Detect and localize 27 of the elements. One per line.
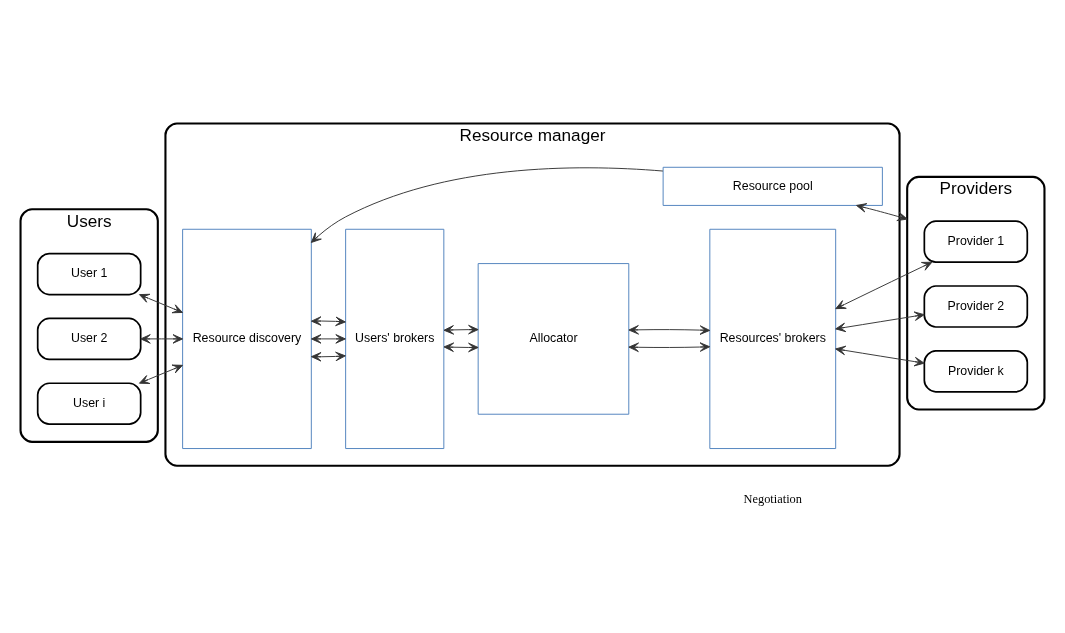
arrow	[835, 311, 925, 333]
arrow	[138, 293, 183, 314]
node-box: Allocator	[477, 263, 630, 415]
node-box: Provider 1	[923, 220, 1029, 264]
arrow	[138, 364, 183, 384]
arrow	[835, 261, 933, 310]
arrow	[140, 334, 184, 344]
arrow	[310, 167, 664, 243]
node-box: Provider 2	[923, 285, 1029, 328]
node-box: Resource discovery	[182, 228, 312, 449]
arrow	[311, 334, 346, 344]
arrow	[856, 203, 908, 222]
node-box: Resources' brokers	[709, 228, 837, 449]
label: Negotiation	[743, 492, 802, 507]
arrow	[311, 351, 346, 362]
node-box: User 1	[36, 252, 142, 296]
arrow	[628, 325, 711, 335]
arrow	[311, 316, 346, 327]
arrow	[835, 345, 925, 367]
arrow	[443, 324, 479, 335]
node-box: User 2	[36, 317, 142, 361]
arrow	[628, 342, 711, 353]
node-box: Resource pool	[662, 166, 883, 206]
node-box: Users' brokers	[345, 228, 445, 449]
node-box: User i	[36, 382, 142, 426]
node-box: Provider k	[923, 349, 1029, 393]
arrow	[443, 342, 479, 353]
